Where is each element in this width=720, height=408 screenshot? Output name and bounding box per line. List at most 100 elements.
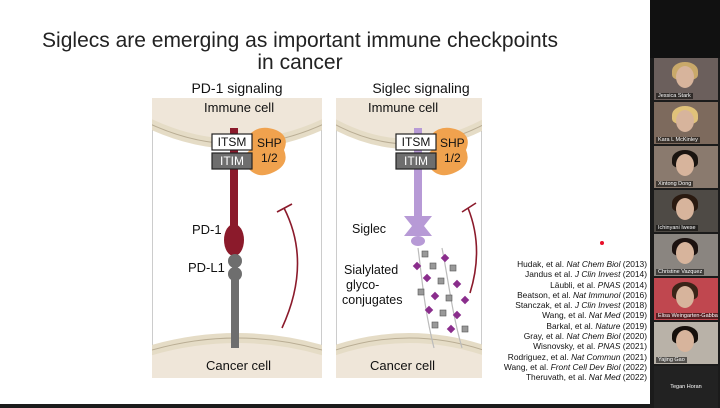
siglec-panel-heading: Siglec signaling bbox=[372, 80, 470, 96]
inhibition-arrow bbox=[467, 207, 478, 294]
siglec-receptor-stalk bbox=[414, 128, 422, 223]
slide-title: Siglecs are emerging as important immune… bbox=[40, 30, 560, 74]
citation-item: Hudak, et al. Nat Chem Biol (2013) bbox=[470, 259, 647, 269]
citation-authors: Barkal, et al. bbox=[546, 320, 596, 331]
participant-video bbox=[676, 242, 694, 264]
itsm-box bbox=[395, 133, 437, 151]
cancer-cell-body bbox=[336, 338, 482, 378]
slide-title-line1: Siglecs are emerging as important immune… bbox=[42, 29, 558, 52]
citation-journal: PNAS bbox=[597, 279, 621, 290]
participant-video bbox=[676, 110, 694, 132]
citation-journal: Front Cell Dev Biol bbox=[550, 361, 621, 372]
checkpoint-diagram: Immune cell Cancer cell ITSM ITIM SHP 1/… bbox=[152, 98, 482, 378]
participant-tile[interactable]: Christine Vazquez bbox=[654, 234, 718, 276]
citation-year: (2016) bbox=[620, 289, 647, 300]
citation-journal: Nat Chem Biol bbox=[566, 331, 621, 342]
participant-name: Ichinyani Iwese bbox=[656, 225, 698, 231]
pd1-cancer-cell-label: Cancer cell bbox=[206, 358, 271, 373]
pd1-receptor-head bbox=[224, 224, 244, 256]
citation-journal: Nat Med bbox=[588, 310, 621, 321]
citation-year: (2013) bbox=[620, 259, 647, 269]
participant-name: Xintong Dong bbox=[656, 181, 694, 187]
citation-authors: Theruvath, et al. bbox=[525, 372, 589, 383]
participant-tile[interactable]: Tegan Horan bbox=[654, 366, 718, 408]
participant-tile[interactable]: Yajing Gao bbox=[654, 322, 718, 364]
citation-journal: J Clin Invest bbox=[574, 269, 621, 280]
citation-journal: Nat Med bbox=[588, 372, 621, 383]
participant-tile[interactable]: Xintong Dong bbox=[654, 146, 718, 188]
citation-item: Wang, et al. Nat Med (2019) bbox=[470, 310, 647, 320]
pd1-shp-label-1: SHP bbox=[257, 136, 282, 150]
shp-phosphatase bbox=[426, 127, 468, 176]
citation-item: Rodriguez, et al. Nat Commun (2021) bbox=[470, 352, 647, 362]
pdl1-ligand-label: PD-L1 bbox=[188, 260, 225, 275]
citation-year: (2019) bbox=[620, 320, 647, 331]
citation-authors: Wang, et al. bbox=[503, 361, 551, 372]
pd1-receptor-stalk bbox=[230, 128, 238, 238]
glycan-cluster bbox=[412, 250, 470, 334]
citation-journal: Nature bbox=[595, 320, 621, 331]
siglec-shp-label-2: 1/2 bbox=[444, 151, 461, 165]
pd1-panel-heading: PD-1 signaling bbox=[191, 80, 283, 96]
citation-year: (2018) bbox=[620, 300, 647, 311]
participant-name: Christine Vazquez bbox=[656, 269, 705, 275]
citation-authors: Jandus et al. bbox=[525, 269, 575, 280]
participant-name: Jessica Stark bbox=[656, 93, 693, 99]
participant-video bbox=[676, 66, 694, 88]
citation-journal: PNAS bbox=[597, 341, 621, 352]
siglec-shp-label-1: SHP bbox=[440, 136, 465, 150]
participant-name: Yajing Gao bbox=[656, 357, 687, 363]
glycan-label-3: conjugates bbox=[342, 293, 402, 307]
citation-year: (2021) bbox=[620, 351, 647, 362]
pd1-receptor-label: PD-1 bbox=[192, 222, 222, 237]
citation-authors: Läubli, et al. bbox=[550, 279, 598, 290]
cancer-cell-body bbox=[152, 338, 322, 378]
citation-list: Hudak, et al. Nat Chem Biol (2013)Jandus… bbox=[470, 259, 647, 383]
citation-authors: Gray, et al. bbox=[523, 331, 567, 342]
participant-video bbox=[676, 286, 694, 308]
pdl1-domain-2 bbox=[228, 267, 242, 281]
participant-tile[interactable]: Kara L McKinley bbox=[654, 102, 718, 144]
participant-name: Tegan Horan bbox=[670, 384, 702, 390]
itim-box bbox=[211, 152, 253, 170]
citation-journal: Nat Chem Biol bbox=[566, 259, 621, 269]
citation-journal: Nat Commun bbox=[571, 351, 621, 362]
citation-journal: J Clin Invest bbox=[574, 300, 621, 311]
shared-slide: Siglecs are emerging as important immune… bbox=[0, 0, 650, 404]
participant-name: Kara L McKinley bbox=[656, 137, 700, 143]
citation-item: Stanczak, et al. J Clin Invest (2018) bbox=[470, 300, 647, 310]
siglec-receptor-label: Siglec bbox=[352, 222, 386, 236]
citation-year: (2014) bbox=[620, 279, 647, 290]
citation-year: (2022) bbox=[620, 372, 647, 383]
pd1-immune-cell-label: Immune cell bbox=[204, 100, 274, 115]
citation-authors: Hudak, et al. bbox=[517, 259, 567, 269]
pd1-itim-label: ITIM bbox=[220, 154, 244, 168]
laser-pointer bbox=[600, 241, 604, 245]
citation-item: Läubli, et al. PNAS (2014) bbox=[470, 280, 647, 290]
citation-year: (2021) bbox=[620, 341, 647, 352]
pd1-shp-label-2: 1/2 bbox=[261, 151, 278, 165]
participant-tile[interactable]: Elisa Weingarten-Gabbay bbox=[654, 278, 718, 320]
citation-item: Theruvath, et al. Nat Med (2022) bbox=[470, 372, 647, 382]
citation-authors: Beatson, et al. bbox=[517, 289, 573, 300]
citation-authors: Stanczak, et al. bbox=[515, 300, 575, 311]
citation-item: Jandus et al. J Clin Invest (2014) bbox=[470, 269, 647, 279]
citation-item: Gray, et al. Nat Chem Biol (2020) bbox=[470, 331, 647, 341]
citation-authors: Rodriguez, et al. bbox=[507, 351, 572, 362]
gallery-header bbox=[650, 0, 720, 58]
citation-item: Beatson, et al. Nat Immunol (2016) bbox=[470, 290, 647, 300]
participant-tile[interactable]: Jessica Stark bbox=[654, 58, 718, 100]
citation-year: (2019) bbox=[620, 310, 647, 321]
participant-tile[interactable]: Ichinyani Iwese bbox=[654, 190, 718, 232]
pd1-itsm-label: ITSM bbox=[218, 135, 247, 149]
itsm-box bbox=[211, 133, 253, 151]
pdl1-stalk bbox=[231, 278, 239, 348]
siglec-itim-label: ITIM bbox=[404, 154, 428, 168]
citation-item: Wang, et al. Front Cell Dev Biol (2022) bbox=[470, 362, 647, 372]
pdl1-domain-1 bbox=[228, 254, 242, 268]
citation-year: (2014) bbox=[620, 269, 647, 280]
participant-video bbox=[676, 198, 694, 220]
citation-item: Barkal, et al. Nature (2019) bbox=[470, 321, 647, 331]
citation-authors: Wang, et al. bbox=[542, 310, 589, 321]
citation-journal: Nat Immunol bbox=[572, 289, 621, 300]
